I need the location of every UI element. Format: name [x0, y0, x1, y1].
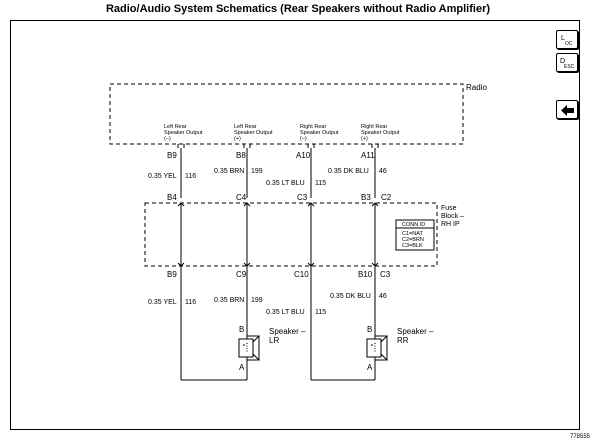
- fuse-block-label-1: Fuse: [441, 205, 457, 212]
- output-polarity: (+): [234, 136, 241, 142]
- fuse-pin-b3: B3: [361, 193, 371, 202]
- desc-icon-bottom: ESC: [564, 64, 575, 70]
- speaker-rr: B A Speaker – RR: [366, 325, 434, 380]
- fuse-block-label-3: RH IP: [441, 221, 460, 228]
- fuse-pin-c2: C2: [381, 193, 392, 202]
- wire-color-label: 0.35 LT BLU: [266, 309, 305, 316]
- conn-id-table: CONN ID C1=NAT C2=BRN C3=BLK: [395, 219, 435, 251]
- fuse-pin-b4: B4: [167, 193, 177, 202]
- radio-pin-b8: B8: [236, 151, 246, 160]
- fuse-pin-c3: C3: [297, 193, 308, 202]
- desc-button[interactable]: D ESC: [556, 53, 578, 72]
- conn-id-line: C3=BLK: [402, 243, 423, 249]
- output-name-1: Left Rear: [164, 124, 187, 130]
- fuse-pin-b9: B9: [167, 270, 177, 279]
- wire-color-label: 0.35 YEL: [148, 299, 177, 306]
- speaker-lr: B A Speaker – LR: [238, 325, 306, 380]
- radio-output-left-pos: Left Rear Speaker Output (+): [234, 124, 273, 142]
- wire-circuit-label: 46: [379, 293, 387, 300]
- speaker-pin-b: B: [367, 325, 372, 334]
- output-polarity: (+): [361, 136, 368, 142]
- output-polarity: (–): [300, 136, 307, 142]
- fuse-pin-c9: C9: [236, 270, 247, 279]
- radio-pin-a10: A10: [296, 151, 311, 160]
- wire-circuit-label: 116: [185, 299, 196, 306]
- wire-color-label: 0.35 BRN: [214, 168, 244, 175]
- desc-icon: D ESC: [560, 58, 575, 70]
- loc-icon: L OC: [561, 35, 573, 47]
- wire-color-label: 0.35 LT BLU: [266, 180, 305, 187]
- speaker-pin-b: B: [239, 325, 244, 334]
- back-button[interactable]: [556, 100, 578, 119]
- fuse-block-box: [144, 202, 438, 267]
- speaker-label-2: LR: [269, 336, 279, 345]
- speaker-label-2: RR: [397, 336, 409, 345]
- radio-output-right-neg: Right Rear Speaker Output (–): [300, 124, 339, 142]
- fuse-pin-c10: C10: [294, 270, 309, 279]
- output-name-2: Speaker Output: [300, 130, 339, 136]
- speaker-label-1: Speaker –: [397, 327, 434, 336]
- output-name-1: Right Rear: [300, 124, 326, 130]
- output-polarity: (–): [164, 136, 171, 142]
- radio-output-right-pos: Right Rear Speaker Output (+): [361, 124, 400, 142]
- loc-icon-bottom: OC: [565, 41, 573, 47]
- wire-color-label: 0.35 DK BLU: [328, 168, 369, 175]
- output-name-2: Speaker Output: [361, 130, 400, 136]
- conn-id-line: C2=BRN: [402, 237, 424, 243]
- wire-color-label: 0.35 YEL: [148, 173, 177, 180]
- loc-button[interactable]: L OC: [556, 30, 578, 49]
- wire-circuit-label: 115: [315, 309, 326, 316]
- radio-box: [109, 83, 464, 145]
- wire-color-label: 0.35 BRN: [214, 297, 244, 304]
- radio-label: Radio: [466, 83, 487, 92]
- radio-pin-b9: B9: [167, 151, 177, 160]
- wire-color-label: 0.35 DK BLU: [330, 293, 371, 300]
- output-name-2: Speaker Output: [234, 130, 273, 136]
- loc-icon-top: L: [561, 35, 565, 42]
- output-name-1: Right Rear: [361, 124, 387, 130]
- fuse-block-passthrough: [177, 202, 379, 267]
- fuse-pin-b10: B10: [358, 270, 373, 279]
- output-name-1: Left Rear: [234, 124, 257, 130]
- fuse-pin-c3-bottom: C3: [380, 270, 391, 279]
- wire-circuit-label: 116: [185, 173, 196, 180]
- wire-circuit-label: 199: [251, 297, 263, 304]
- desc-icon-top: D: [560, 58, 565, 65]
- wire-circuit-label: 46: [379, 168, 387, 175]
- speaker-pin-a: A: [239, 363, 245, 372]
- output-name-2: Speaker Output: [164, 130, 203, 136]
- fuse-pin-c4: C4: [236, 193, 247, 202]
- fuse-block-label-2: Block –: [441, 213, 464, 220]
- wire-circuit-label: 199: [251, 168, 263, 175]
- page-title: Radio/Audio System Schematics (Rear Spea…: [105, 3, 491, 15]
- back-arrow-icon: [561, 105, 574, 116]
- wire-circuit-label: 115: [315, 180, 326, 187]
- speaker-pin-a: A: [367, 363, 373, 372]
- radio-output-left-neg: Left Rear Speaker Output (–): [164, 124, 203, 142]
- schematic-sheet: [10, 20, 580, 430]
- conn-id-header: CONN ID: [402, 222, 425, 228]
- figure-ref: 778555: [570, 434, 591, 440]
- speaker-label-1: Speaker –: [269, 327, 306, 336]
- conn-id-line: C1=NAT: [402, 231, 423, 237]
- radio-terminals: [177, 144, 379, 148]
- radio-pin-a11: A11: [361, 151, 375, 160]
